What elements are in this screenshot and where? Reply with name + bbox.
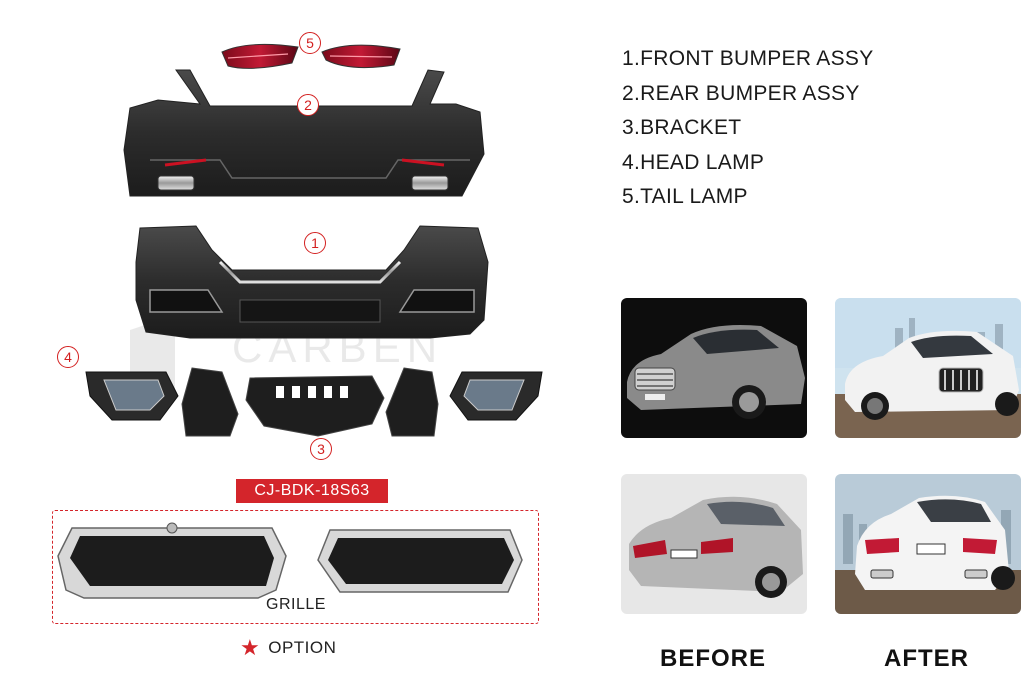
option-grille-box <box>52 510 539 624</box>
grille-classic <box>57 522 287 599</box>
callout-4: 4 <box>57 346 79 368</box>
before-caption: BEFORE <box>660 645 767 672</box>
callout-1: 1 <box>304 232 326 254</box>
front-bumper <box>135 225 489 339</box>
star-icon: ★ <box>240 635 261 660</box>
legend-item-bracket: 3.BRACKET <box>622 116 742 139</box>
legend-item-rear-bumper: 2.REAR BUMPER ASSY <box>622 81 860 105</box>
grille-vertical <box>317 529 523 593</box>
callout-5: 5 <box>299 32 321 54</box>
legend-item-front-bumper: 1.FRONT BUMPER ASSY <box>622 47 874 70</box>
callout-2: 2 <box>297 94 319 116</box>
parts-legend: 1.FRONT BUMPER ASSY 2.REAR BUMPER ASSY 3… <box>622 42 874 215</box>
rear-bumper <box>123 69 485 197</box>
tail-lamps <box>221 43 401 69</box>
parts-illustration: CARBEN <box>57 43 543 599</box>
legend-item-tail-lamp: 5.TAIL LAMP <box>622 185 748 208</box>
legend-item-head-lamp: 4.HEAD LAMP <box>622 150 765 174</box>
grille-label: GRILLE <box>266 596 326 613</box>
photo-after-rear <box>835 474 1021 614</box>
callout-3: 3 <box>310 438 332 460</box>
photo-before-front <box>621 298 807 438</box>
photo-after-front <box>835 298 1021 438</box>
option-label: OPTION <box>268 638 337 657</box>
product-code-badge: CJ-BDK-18S63 <box>236 479 388 503</box>
photo-before-rear <box>621 474 807 614</box>
brackets <box>181 367 439 437</box>
head-lamps <box>85 371 543 421</box>
after-caption: AFTER <box>884 645 969 672</box>
option-legend: ★ OPTION <box>240 635 336 661</box>
